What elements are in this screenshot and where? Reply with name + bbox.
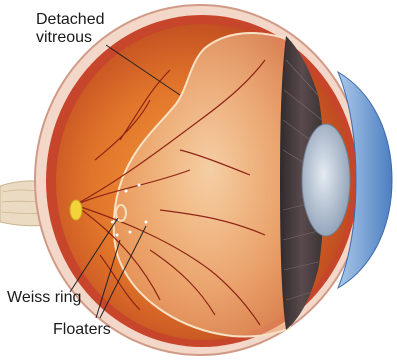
detached-vitreous-label: Detached vitreous bbox=[36, 11, 105, 47]
weiss-ring-label: Weiss ring bbox=[7, 289, 81, 307]
optic-disc bbox=[70, 200, 82, 220]
floaters-label: Floaters bbox=[53, 321, 111, 339]
lens bbox=[302, 124, 350, 236]
detached-vitreous-label-line2: vitreous bbox=[36, 29, 105, 47]
detached-vitreous-label-line1: Detached bbox=[36, 11, 105, 29]
